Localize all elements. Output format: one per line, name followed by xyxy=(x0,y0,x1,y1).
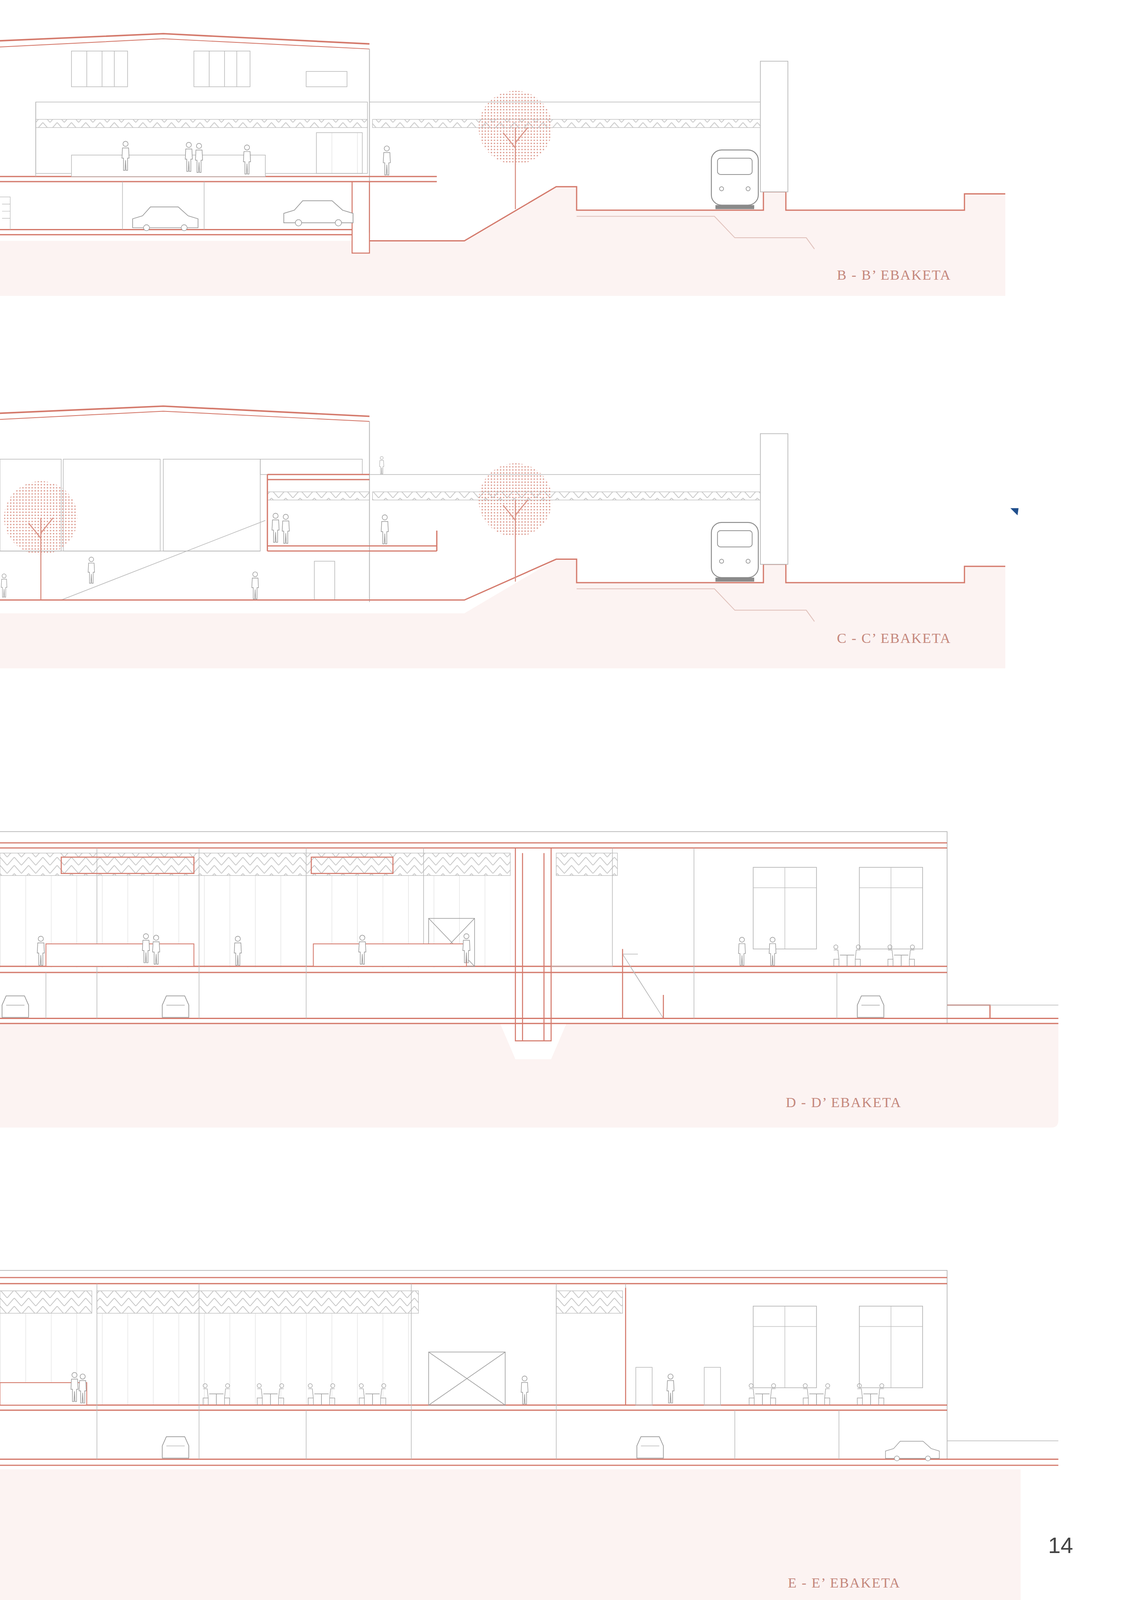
section-title: D - D’ EBAKETA xyxy=(785,1095,902,1111)
section-title: B - B’ EBAKETA xyxy=(836,267,952,284)
page-number: 14 xyxy=(1048,1532,1074,1559)
section-title: C - C’ EBAKETA xyxy=(836,630,952,647)
section-title: E - E’ EBAKETA xyxy=(787,1575,901,1592)
